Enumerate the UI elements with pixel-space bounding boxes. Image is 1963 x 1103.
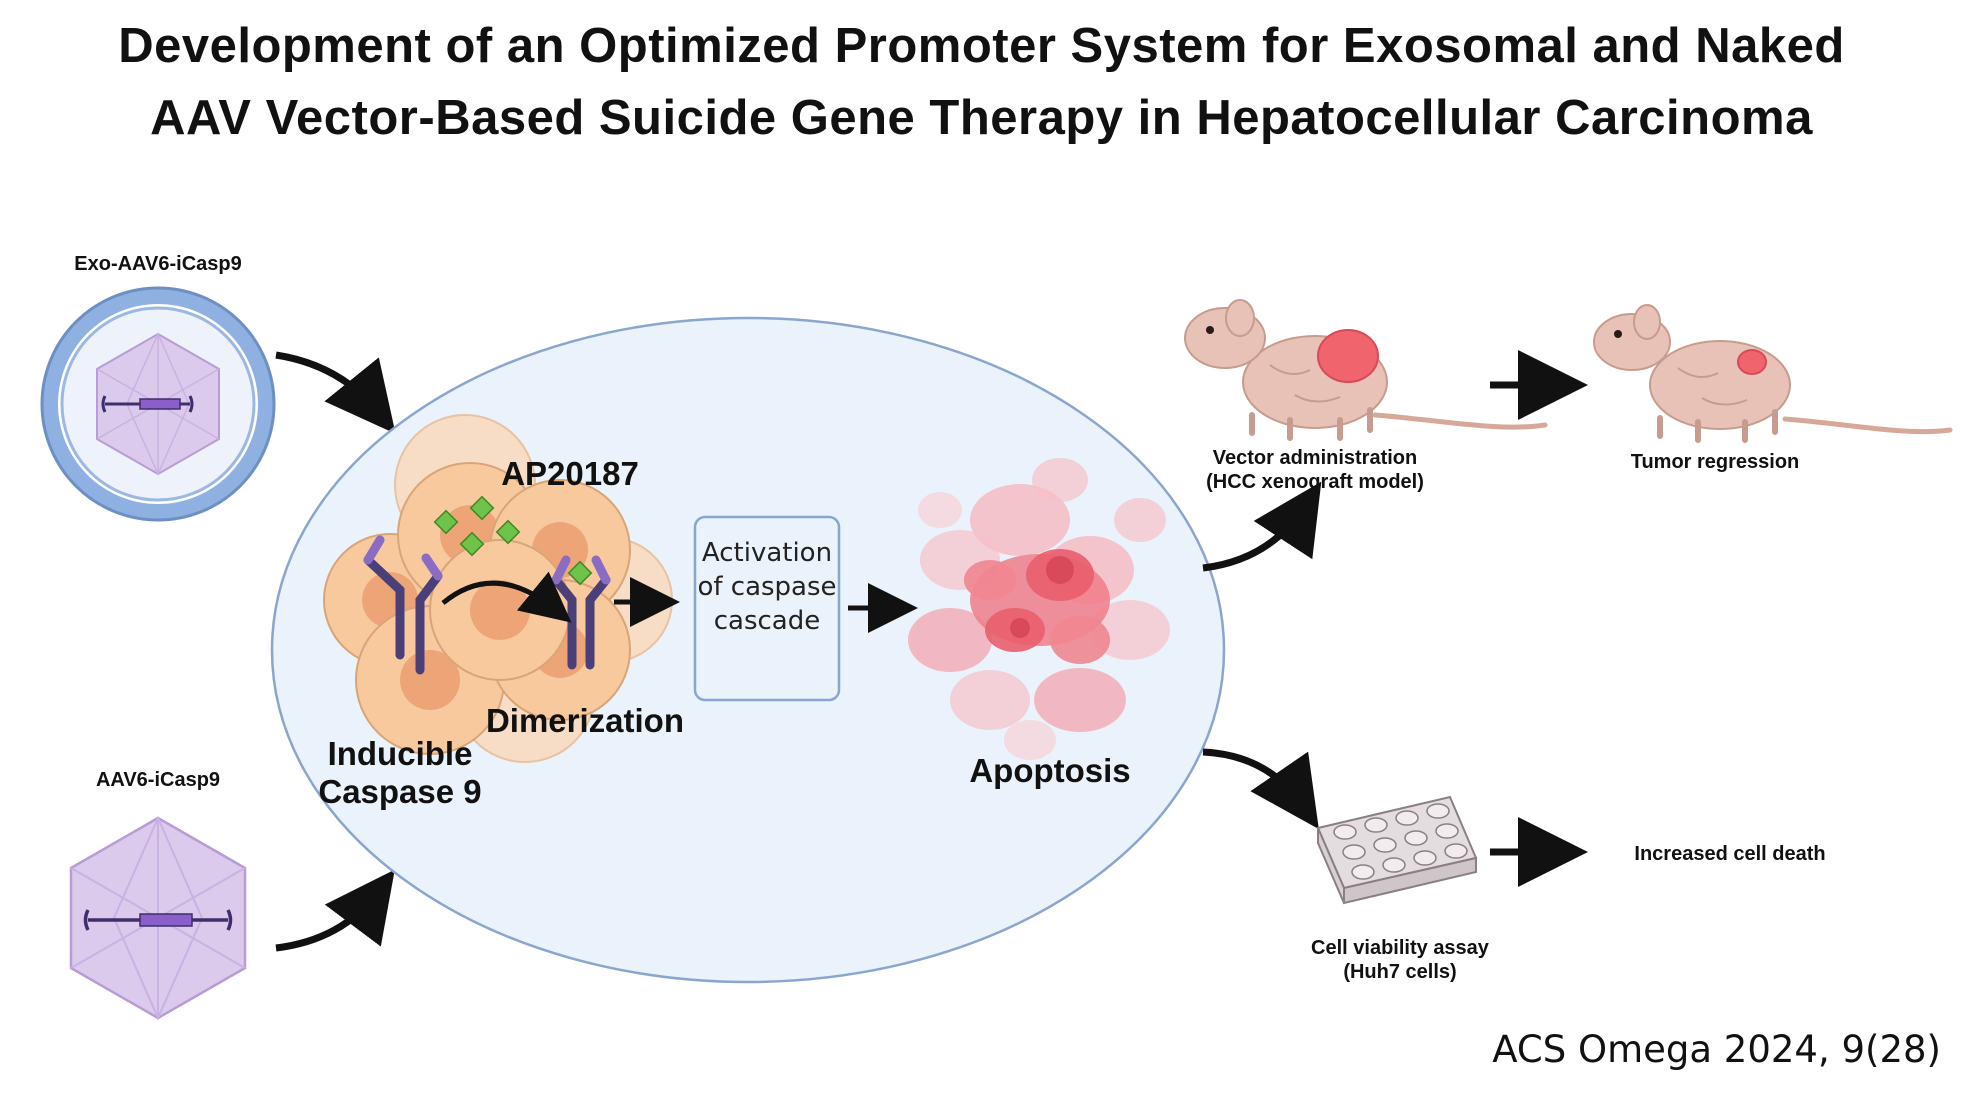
ap20187-label: AP20187 bbox=[501, 455, 639, 492]
inducible-label-line1: Inducible bbox=[327, 735, 473, 772]
arrow-to-vector-admin bbox=[1202, 481, 1322, 572]
activation-box-text: Activation of caspase cascade bbox=[697, 538, 837, 636]
tumor-regression-label: Tumor regression bbox=[1630, 451, 1800, 473]
naked-aav-vector-icon bbox=[69, 815, 247, 1021]
citation: ACS Omega 2024, 9(28) bbox=[1492, 1028, 1941, 1071]
apoptosis-label: Apoptosis bbox=[969, 752, 1131, 789]
vector-admin-label-line1: Vector administration bbox=[1212, 447, 1418, 469]
inducible-label-line2: Caspase 9 bbox=[318, 773, 482, 810]
viability-label-line2: (Huh7 cells) bbox=[1343, 961, 1457, 983]
title-line-1: Development of an Optimized Promoter Sys… bbox=[118, 19, 1845, 73]
icasp9-receptor-icon bbox=[363, 535, 443, 675]
arrow-exo-to-cell bbox=[275, 351, 396, 434]
well-plate-icon bbox=[1316, 795, 1478, 905]
activation-box bbox=[693, 515, 841, 702]
arrow-naked-to-cell bbox=[275, 869, 395, 952]
dimerization-arrow bbox=[441, 571, 572, 623]
title-line-2: AAV Vector-Based Suicide Gene Therapy in… bbox=[150, 91, 1813, 145]
arrow-to-viability-assay bbox=[1202, 748, 1319, 830]
ap20187-molecule-icon bbox=[433, 495, 521, 557]
exo-vector-label: Exo-AAV6-iCasp9 bbox=[74, 253, 242, 275]
naked-vector-label: AAV6-iCasp9 bbox=[95, 769, 221, 791]
exosome-vector-icon bbox=[40, 286, 276, 522]
apoptotic-cell-icon bbox=[908, 458, 1170, 760]
mouse-with-tumor-icon bbox=[1184, 299, 1548, 441]
increased-death-label: Increased cell death bbox=[1634, 843, 1826, 865]
mouse-regressed-tumor-icon bbox=[1593, 304, 1953, 443]
viability-label-line1: Cell viability assay bbox=[1311, 937, 1489, 959]
vector-admin-label-line2: (HCC xenograft model) bbox=[1206, 471, 1424, 493]
dimerization-label: Dimerization bbox=[485, 702, 685, 739]
